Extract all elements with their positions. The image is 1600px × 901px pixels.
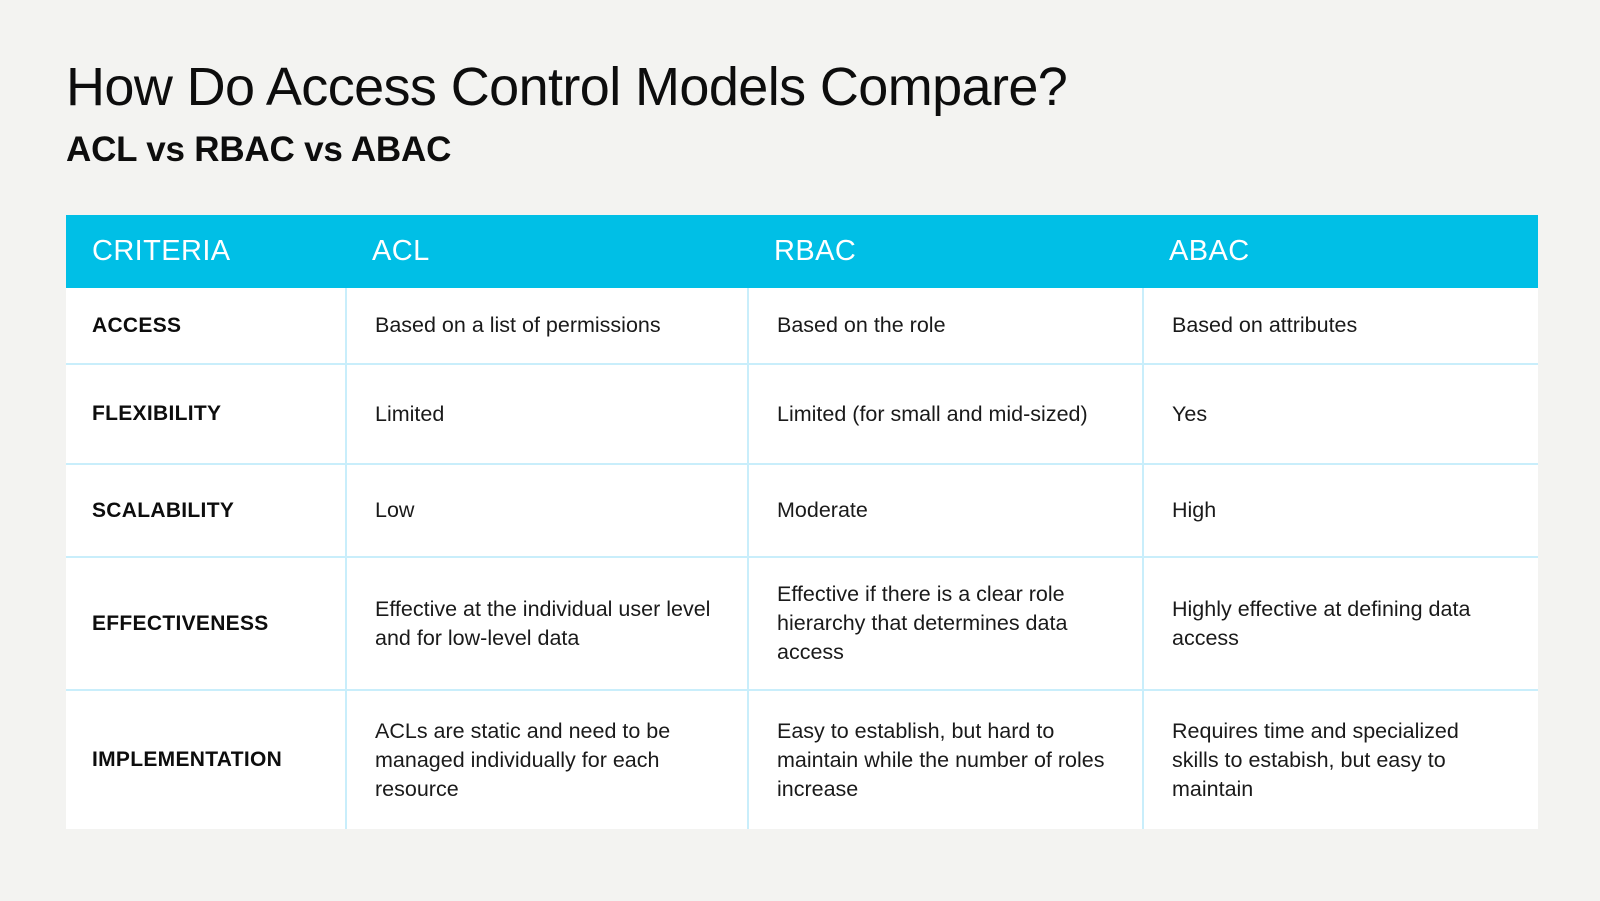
- cell-scalability-rbac: Moderate: [748, 464, 1144, 558]
- page-subtitle: ACL vs RBAC vs ABAC: [66, 130, 452, 169]
- cell-scalability-acl: Low: [346, 464, 749, 558]
- column-header-acl: ACL: [346, 215, 748, 288]
- table-row: ACCESS Based on a list of permissions Ba…: [66, 288, 1538, 365]
- cell-implementation-acl: ACLs are static and need to be managed i…: [346, 690, 749, 829]
- table-row: IMPLEMENTATION ACLs are static and need …: [66, 690, 1538, 829]
- cell-flexibility-acl: Limited: [346, 364, 749, 465]
- cell-access-abac: Based on attributes: [1143, 288, 1538, 365]
- table-body: ACCESS Based on a list of permissions Ba…: [66, 288, 1538, 829]
- cell-flexibility-rbac: Limited (for small and mid-sized): [748, 364, 1144, 465]
- table-row: SCALABILITY Low Moderate High: [66, 464, 1538, 558]
- cell-flexibility-abac: Yes: [1143, 364, 1538, 465]
- row-label-flexibility: FLEXIBILITY: [66, 364, 347, 465]
- column-header-abac: ABAC: [1143, 215, 1538, 288]
- table-header-row: CRITERIA ACL RBAC ABAC: [66, 215, 1538, 288]
- heading-block: How Do Access Control Models Compare? AC…: [66, 56, 1546, 170]
- cell-access-acl: Based on a list of permissions: [346, 288, 749, 365]
- table-row: FLEXIBILITY Limited Limited (for small a…: [66, 364, 1538, 465]
- cell-access-rbac: Based on the role: [748, 288, 1144, 365]
- row-label-scalability: SCALABILITY: [66, 464, 347, 558]
- row-label-access: ACCESS: [66, 288, 347, 365]
- column-header-rbac: RBAC: [748, 215, 1143, 288]
- cell-implementation-rbac: Easy to establish, but hard to maintain …: [748, 690, 1144, 829]
- column-header-criteria: CRITERIA: [66, 215, 346, 288]
- row-label-implementation: IMPLEMENTATION: [66, 690, 347, 829]
- comparison-table-container: CRITERIA ACL RBAC ABAC ACCESS Based on a…: [66, 215, 1538, 829]
- access-control-comparison-table: CRITERIA ACL RBAC ABAC ACCESS Based on a…: [66, 215, 1538, 829]
- table-row: EFFECTIVENESS Effective at the individua…: [66, 557, 1538, 691]
- page-title: How Do Access Control Models Compare?: [66, 57, 1068, 117]
- row-label-effectiveness: EFFECTIVENESS: [66, 557, 347, 691]
- cell-effectiveness-abac: Highly effective at defining data access: [1143, 557, 1538, 691]
- cell-implementation-abac: Requires time and specialized skills to …: [1143, 690, 1538, 829]
- cell-scalability-abac: High: [1143, 464, 1538, 558]
- cell-effectiveness-acl: Effective at the individual user level a…: [346, 557, 749, 691]
- table-header: CRITERIA ACL RBAC ABAC: [66, 215, 1538, 288]
- cell-effectiveness-rbac: Effective if there is a clear role hiera…: [748, 557, 1144, 691]
